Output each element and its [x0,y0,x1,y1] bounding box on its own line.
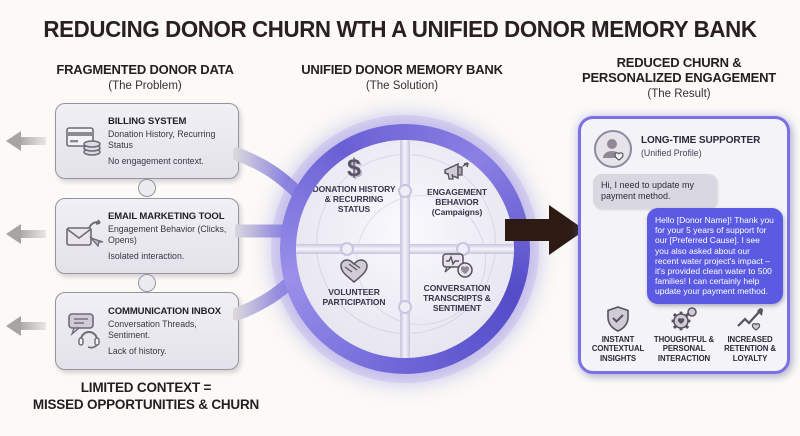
puzzle-knob-icon [398,300,412,314]
outgoing-message-bubble: Hello [Donor Name]! Thank you for your 5… [647,208,783,304]
dollar-icon: $ [347,154,361,182]
puzzle-knob-icon [340,242,354,256]
result-column-header: REDUCED CHURN & PERSONALIZED ENGAGEMENT … [566,55,792,100]
benefits-row: INSTANT CONTEXTUAL INSIGHTS [585,306,783,363]
solution-heading: UNIFIED DONOR MEMORY BANK [301,62,503,77]
puzzle-knob-icon [398,184,412,198]
billing-icon [62,123,108,159]
benefit-insights-label: INSTANT CONTEXTUAL INSIGHTS [591,335,645,363]
conversation-sentiment-icon [442,253,473,278]
puzzle-connector-icon [138,274,156,292]
quadrant-donation: $ DONATION HISTORY & RECURRING STATUS [309,154,399,215]
puzzle-connector-icon [138,179,156,197]
problem-footer-line2: MISSED OPPORTUNITIES & CHURN [32,396,260,412]
benefit-insights: INSTANT CONTEXTUAL INSIGHTS [585,306,651,363]
benefit-retention-label: INCREASED RETENTION & LOYALTY [724,335,776,363]
supporter-avatar-icon [603,139,624,161]
result-subheading: (The Result) [647,87,711,100]
quadrant-conversation-label: CONVERSATION TRANSCRIPTS & SENTIMENT [423,283,491,314]
quadrant-engagement: ENGAGEMENT BEHAVIOR (Campaigns) [412,160,502,217]
growth-heart-icon [737,308,763,331]
benefit-interaction-label: THOUGHTFUL & PERSONAL INTERACTION [653,335,715,363]
result-arrow-icon [505,205,585,255]
result-panel: LONG-TIME SUPPORTER (Unified Profile) Hi… [578,116,790,374]
quadrant-volunteer-label: VOLUNTEER PARTICIPATION [322,287,386,308]
communication-inbox-box: COMMUNICATION INBOX Conversation Threads… [55,292,239,370]
incoming-message-bubble: Hi, I need to update my payment method. [593,174,717,209]
memory-bank-circle: $ DONATION HISTORY & RECURRING STATUS EN… [280,124,530,374]
inbox-title: COMMUNICATION INBOX [108,306,221,318]
shield-check-icon [607,306,629,332]
page-title: REDUCING DONOR CHURN WTH A UNIFIED DONOR… [43,16,757,42]
solution-column-header: UNIFIED DONOR MEMORY BANK (The Solution) [283,62,521,92]
problem-footer-line1: LIMITED CONTEXT = [80,380,212,395]
email-line1: Engagement Behavior (Clicks, Opens) [108,224,227,245]
quadrant-donation-label: DONATION HISTORY & RECURRING STATUS [312,184,396,215]
left-arrow-icon [6,131,46,151]
profile-name: LONG-TIME SUPPORTER [641,135,761,146]
inbox-line2: Lack of history. [108,345,167,356]
quadrant-volunteer: VOLUNTEER PARTICIPATION [309,258,399,307]
problem-subheading: (The Problem) [108,79,182,92]
quadrant-divider [400,140,410,358]
email-icon [62,218,108,254]
billing-line1: Donation History, Recurring Status [108,129,216,150]
handshake-heart-icon [340,259,368,283]
email-marketing-box: EMAIL MARKETING TOOL Engagement Behavior… [55,198,239,274]
email-line2: Isolated interaction. [108,250,185,261]
avatar [594,130,632,168]
inbox-line1: Conversation Threads, Sentiment. [108,319,197,340]
left-arrow-icon [6,224,46,244]
profile-subtitle: (Unified Profile) [641,148,702,158]
benefit-retention: INCREASED RETENTION & LOYALTY [717,306,783,363]
megaphone-icon [444,162,469,180]
quadrant-conversation: CONVERSATION TRANSCRIPTS & SENTIMENT [412,252,502,313]
quadrant-engagement-label: ENGAGEMENT BEHAVIOR (Campaigns) [427,187,487,218]
billing-system-box: BILLING SYSTEM Donation History, Recurri… [55,103,239,179]
problem-heading: FRAGMENTED DONOR DATA [56,62,234,77]
solution-subheading: (The Solution) [365,79,439,92]
result-heading: REDUCED CHURN & PERSONALIZED ENGAGEMENT [581,55,777,85]
benefit-interaction: THOUGHTFUL & PERSONAL INTERACTION [651,306,717,363]
billing-line2: No engagement context. [108,155,204,166]
inbox-icon [62,312,108,350]
problem-column-header: FRAGMENTED DONOR DATA (The Problem) [25,62,265,92]
email-title: EMAIL MARKETING TOOL [108,211,225,223]
gears-heart-icon [671,307,697,331]
billing-title: BILLING SYSTEM [108,116,187,128]
left-arrow-icon [6,316,46,336]
problem-footer: LIMITED CONTEXT = MISSED OPPORTUNITIES &… [18,380,274,414]
